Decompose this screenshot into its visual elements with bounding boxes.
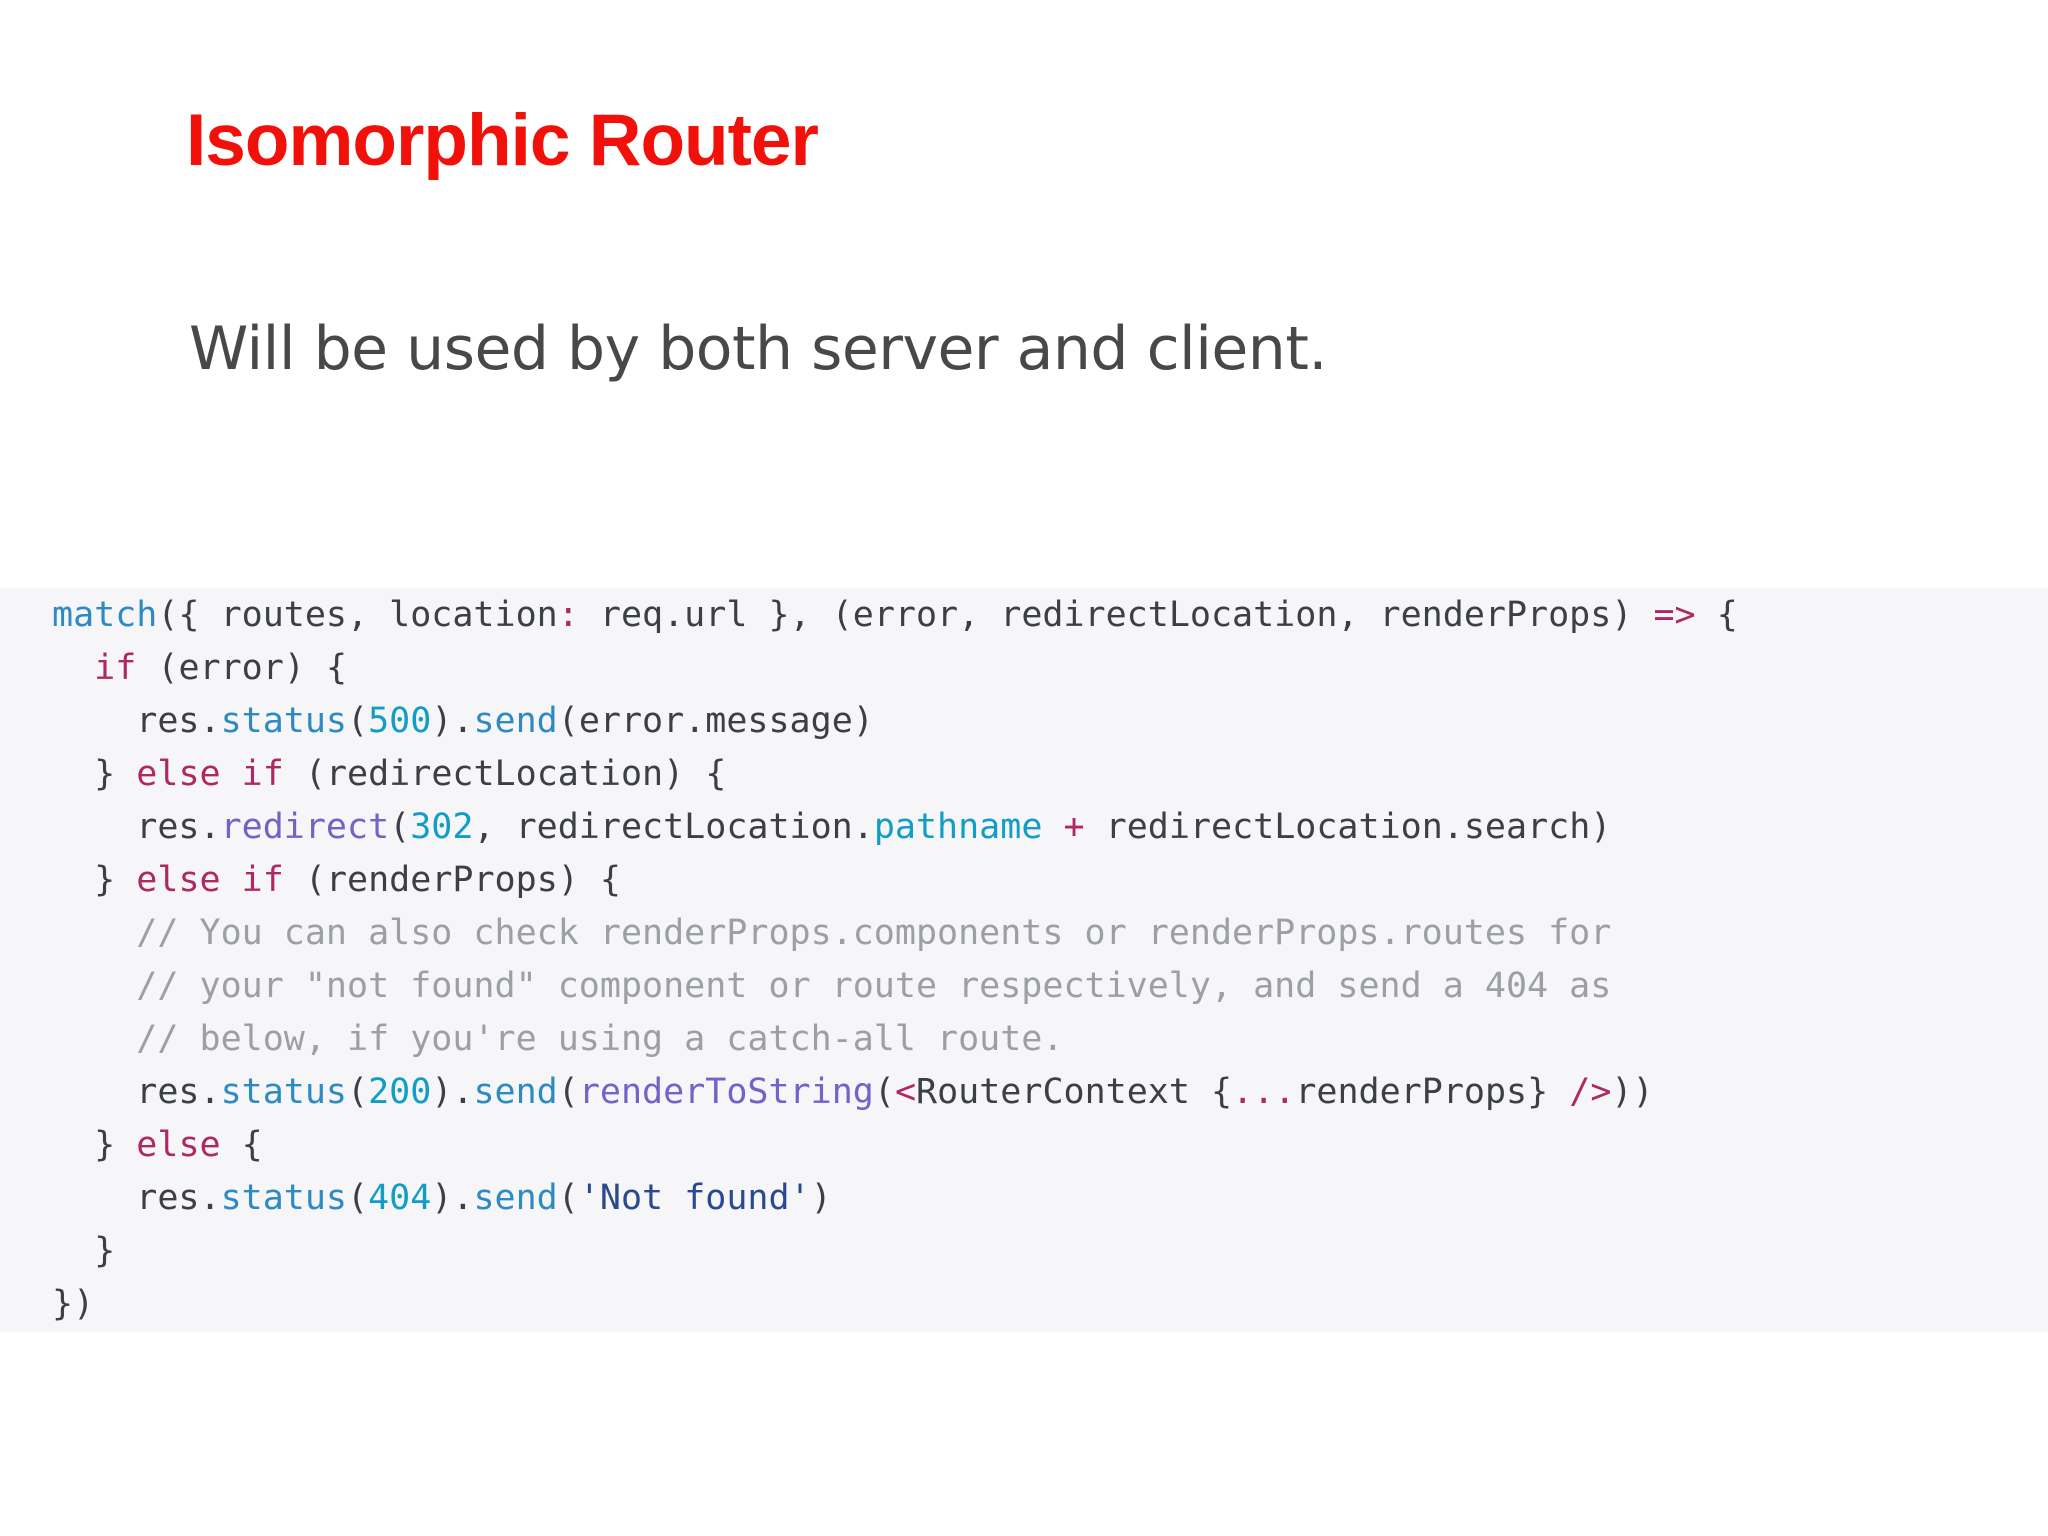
code-line: }) bbox=[52, 1284, 95, 1324]
code-line: } else if (redirectLocation) { bbox=[52, 754, 727, 794]
code-line: } else { bbox=[52, 1125, 263, 1165]
code-line: // below, if you're using a catch-all ro… bbox=[52, 1019, 1064, 1059]
slide-title: Isomorphic Router bbox=[186, 100, 819, 181]
code-line: match({ routes, location: req.url }, (er… bbox=[52, 595, 1738, 635]
code-line: res.status(200).send(renderToString(<Rou… bbox=[52, 1072, 1654, 1112]
code-line: res.redirect(302, redirectLocation.pathn… bbox=[52, 807, 1612, 847]
code-line: res.status(500).send(error.message) bbox=[52, 701, 874, 741]
code-line: // You can also check renderProps.compon… bbox=[52, 913, 1612, 953]
code-line: } bbox=[52, 1231, 116, 1271]
code-line: if (error) { bbox=[94, 648, 348, 688]
slide-subtitle: Will be used by both server and client. bbox=[189, 314, 1327, 384]
code-line: res.status(404).send('Not found') bbox=[52, 1178, 832, 1218]
code-line: } else if (renderProps) { bbox=[52, 860, 621, 900]
code-line: // your "not found" component or route r… bbox=[52, 966, 1612, 1006]
code-block: match({ routes, location: req.url }, (er… bbox=[0, 588, 2048, 1332]
